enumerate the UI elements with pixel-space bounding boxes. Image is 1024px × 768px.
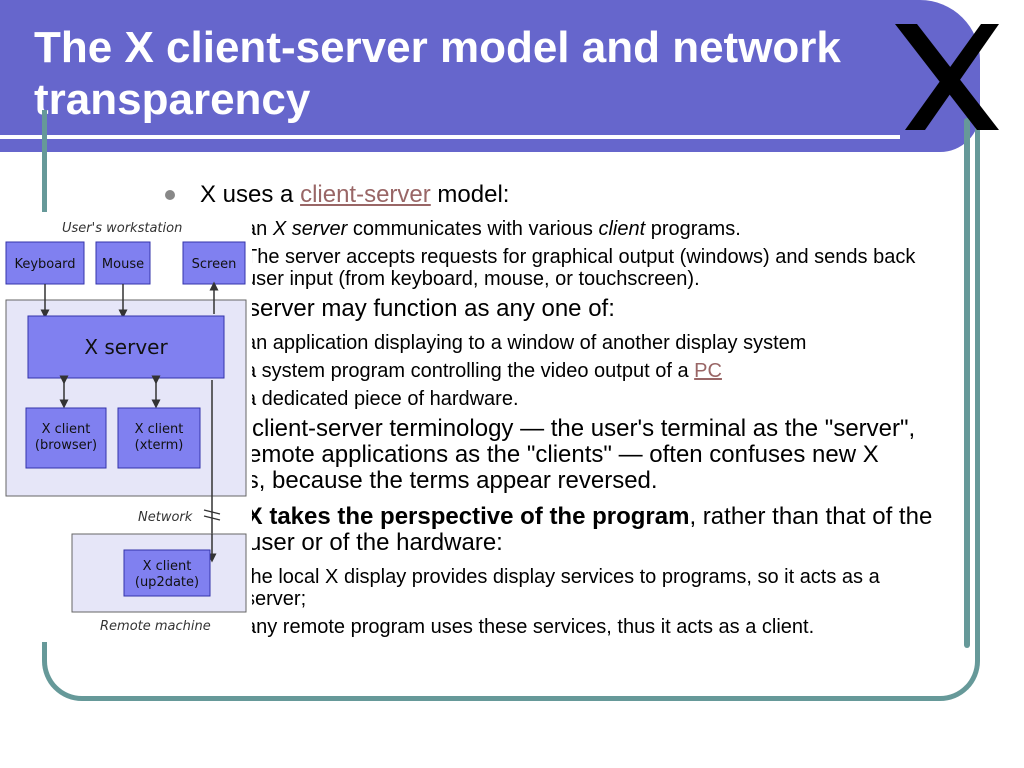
bullet-list: X uses a client-server model: an X serve… [160,182,940,644]
xserver-label: X server [84,335,168,359]
x-architecture-diagram: User's workstation Keyboard Mouse Screen… [0,212,252,642]
network-break-2 [203,515,221,521]
diagram-svg: User's workstation Keyboard Mouse Screen… [5,221,247,634]
bullet-text: X uses a [200,181,301,208]
x-logo-icon [895,24,999,130]
screen-box [182,241,246,285]
bullet-text-italic: client [598,218,646,240]
workstation-label: User's workstation [62,221,182,236]
bullet-dot-icon [165,190,175,200]
bullet-item: This client-server terminology — the use… [160,416,940,494]
bullet-text: This client-server terminology — the use… [200,415,916,494]
bullet-text-italic: X server [272,218,348,240]
title-divider [0,135,900,139]
client-xterm-label-1: X client [135,422,184,437]
network-break-1 [203,509,221,515]
client-up2date-label-1: X client [143,559,192,574]
bullet-text: The server accepts requests for graphica… [245,246,916,290]
screen-label: Screen [192,257,237,272]
sub-bullet-item: The server accepts requests for graphica… [160,246,940,290]
slide-title: The X client-server model and network tr… [34,23,841,124]
sub-bullet-item: the local X display provides display ser… [160,566,940,610]
xserver-box [27,315,225,379]
pc-link[interactable]: PC [694,360,722,382]
mouse-box [95,241,151,285]
sub-bullet-item: a dedicated piece of hardware. [160,388,940,410]
bullet-text: an application displaying to a window of… [245,332,807,354]
client-browser-label-1: X client [42,422,91,437]
bullet-text-bold: But X takes the perspective of the progr… [200,503,690,530]
bullet-item: X uses a client-server model: [160,182,940,208]
bullet-text: a system program controlling the video o… [245,360,695,382]
bullet-item: But X takes the perspective of the progr… [160,504,940,556]
title-band [0,0,980,152]
keyboard-box [5,241,85,285]
client-up2date-label-2: (up2date) [135,575,199,590]
keyboard-label: Keyboard [14,257,75,272]
bullet-text: communicates with various [347,218,599,240]
client-xterm-box [117,407,201,469]
mouse-label: Mouse [102,257,144,272]
bullet-text: programs. [645,218,741,240]
sub-bullet-item: an application displaying to a window of… [160,332,940,354]
client-up2date-box [123,549,211,597]
client-browser-label-2: (browser) [35,438,97,453]
bullet-text: model: [430,181,510,208]
client-xterm-label-2: (xterm) [135,438,184,453]
sub-bullet-item: an X server communicates with various cl… [160,218,940,240]
remote-machine-label: Remote machine [100,619,211,634]
bullet-text: the local X display provides display ser… [245,566,880,610]
bullet-item: The server may function as any one of: [160,296,940,322]
sub-bullet-item: a system program controlling the video o… [160,360,940,382]
slide-frame-right [964,118,970,648]
sub-bullet-item: any remote program uses these services, … [160,616,940,638]
client-server-link[interactable]: client-server [300,181,431,208]
bullet-text: a dedicated piece of hardware. [245,388,519,410]
network-label: Network [138,510,193,525]
bullet-text: any remote program uses these services, … [245,616,815,638]
bullet-text: The server may function as any one of: [200,295,615,322]
client-browser-box [25,407,107,469]
